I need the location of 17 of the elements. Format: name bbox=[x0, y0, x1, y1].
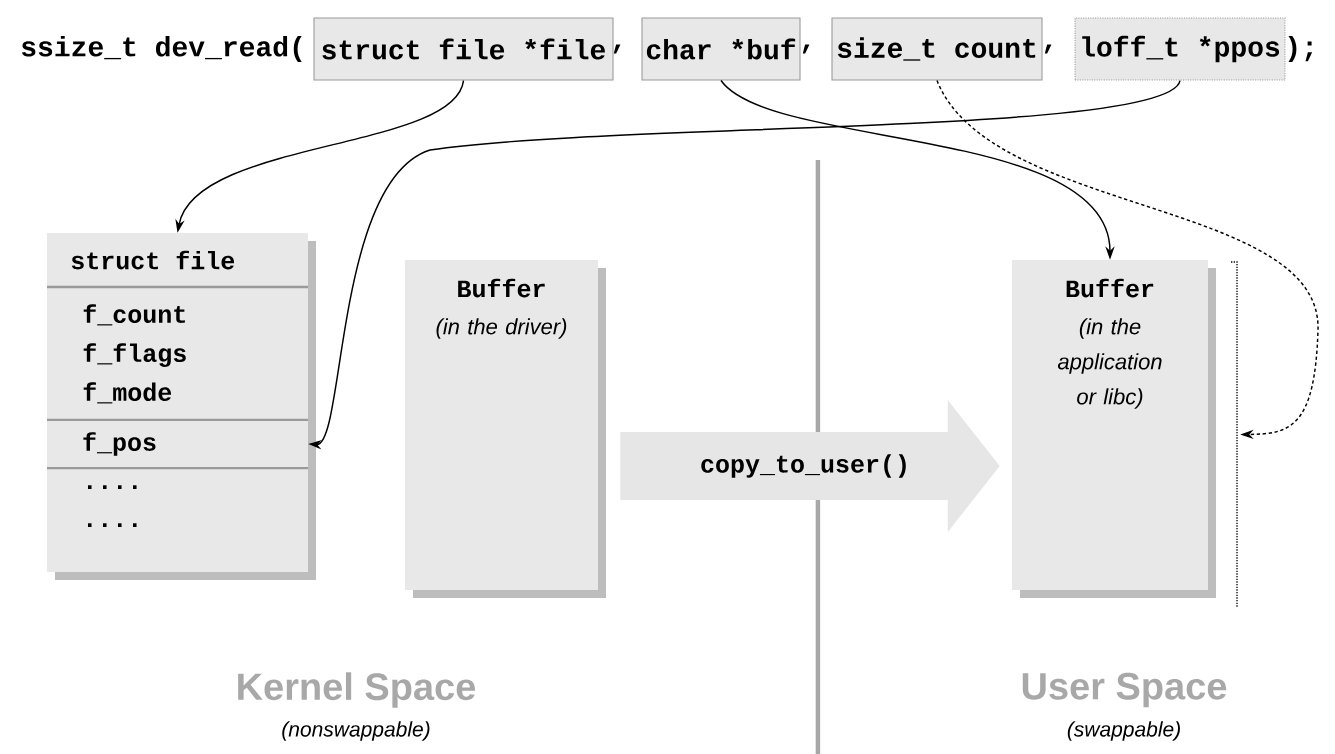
code-text: , bbox=[613, 44, 621, 54]
region-subtitle: (swappable) bbox=[1067, 721, 1180, 741]
code-text: , bbox=[802, 44, 810, 54]
region-title: Kernel Space bbox=[238, 672, 476, 708]
field-row: f_pos bbox=[47, 421, 308, 467]
buffer-box: Buffer (in the driver) bbox=[405, 260, 606, 598]
parameter-box: struct file *file bbox=[313, 17, 614, 81]
arrow bbox=[936, 79, 1319, 440]
buffer-box: Buffer (in the application or libc) bbox=[1012, 260, 1216, 598]
edge-label: copy_to_user() bbox=[697, 451, 913, 481]
parameter-box: size_t count bbox=[831, 17, 1043, 81]
parameter-box: loff_t *ppos bbox=[1074, 17, 1286, 81]
dotted-bracket bbox=[1230, 261, 1238, 608]
region-title: User Space bbox=[1022, 672, 1227, 708]
region-subtitle: (nonswappable) bbox=[282, 721, 430, 741]
code-text: , bbox=[1044, 44, 1052, 54]
parameter-box: char *buf bbox=[641, 17, 801, 81]
